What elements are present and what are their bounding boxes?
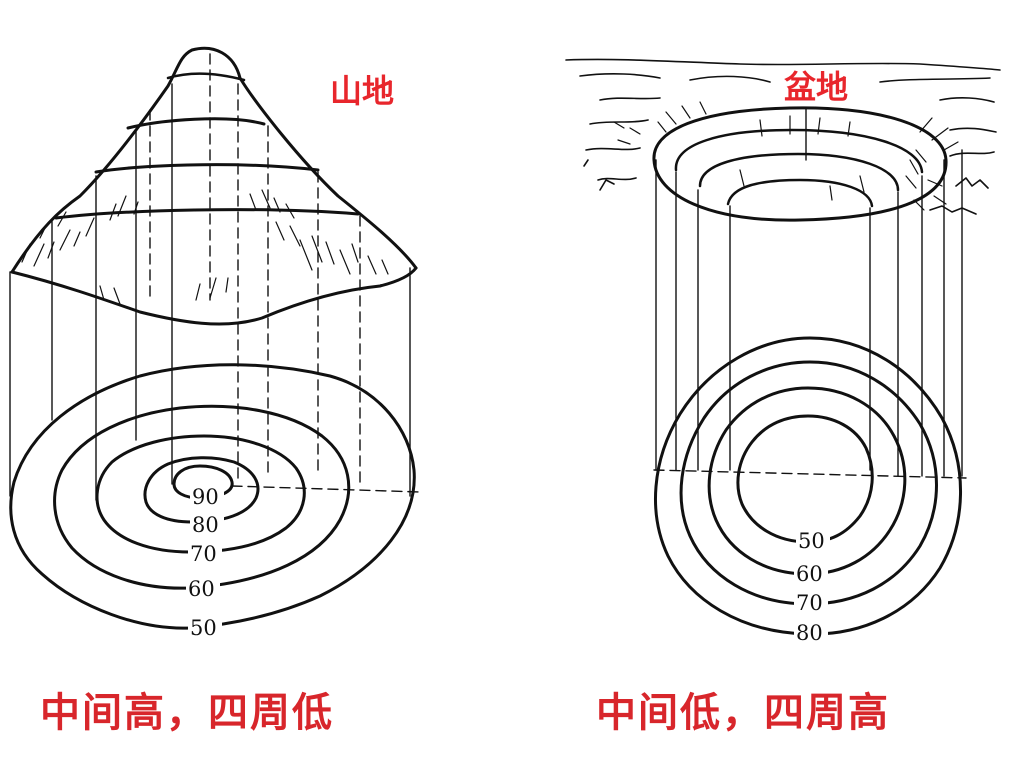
basin-caption: 中间低，四周高 (596, 689, 890, 736)
basin-rim (652, 106, 948, 222)
basin-label-backdrops (794, 530, 830, 644)
mountain-guide-line (231, 485, 421, 493)
mountain-base (10, 266, 418, 326)
basin-terrace-3 (726, 178, 874, 208)
mountain-contour-label-60: 60 (188, 577, 215, 601)
contour-60 (707, 386, 907, 576)
contour-80 (654, 336, 962, 636)
basin-hatching (613, 101, 959, 211)
mountain-band-2 (94, 163, 320, 174)
basin-diagram: 50 60 70 80 (565, 58, 1001, 645)
basin-contour-label-70: 70 (796, 591, 823, 615)
contour-70 (679, 360, 938, 606)
mountain-band-1 (126, 117, 266, 130)
basin-terrace-1 (674, 128, 924, 174)
contour-70 (95, 434, 306, 554)
mountain-diagram: 90 80 70 60 50 (9, 46, 421, 640)
mountain-contour-label-80: 80 (192, 513, 219, 537)
contour-50 (9, 363, 416, 630)
basin-guide-line (653, 469, 967, 479)
mountain-contours (9, 363, 416, 630)
mountain-band-3 (54, 208, 360, 220)
contour-60 (53, 404, 351, 590)
basin-contours (654, 336, 962, 636)
basin-contour-label-60: 60 (796, 562, 823, 586)
contour-50 (736, 414, 874, 544)
mountain-label-backdrops (186, 486, 224, 639)
basin-terrace-2 (698, 152, 900, 192)
basin-contour-label-80: 80 (796, 621, 823, 645)
contour-90 (172, 464, 234, 500)
mountain-contour-label-90: 90 (192, 485, 219, 509)
basin-ground-sketch (565, 58, 1001, 215)
mountain-caption: 中间高，四周低 (40, 689, 334, 736)
mountain-projection-lines (9, 53, 411, 501)
mountain-title: 山地 (330, 72, 395, 110)
mountain-silhouette (10, 46, 418, 274)
mountain-hatching (21, 189, 389, 305)
contour-80 (143, 456, 260, 524)
basin-title: 盆地 (784, 68, 849, 106)
mountain-contour-label-70: 70 (190, 542, 217, 566)
basin-contour-label-50: 50 (798, 529, 825, 553)
mountain-peak-contour (166, 72, 246, 82)
mountain-contour-label-50: 50 (190, 616, 217, 640)
